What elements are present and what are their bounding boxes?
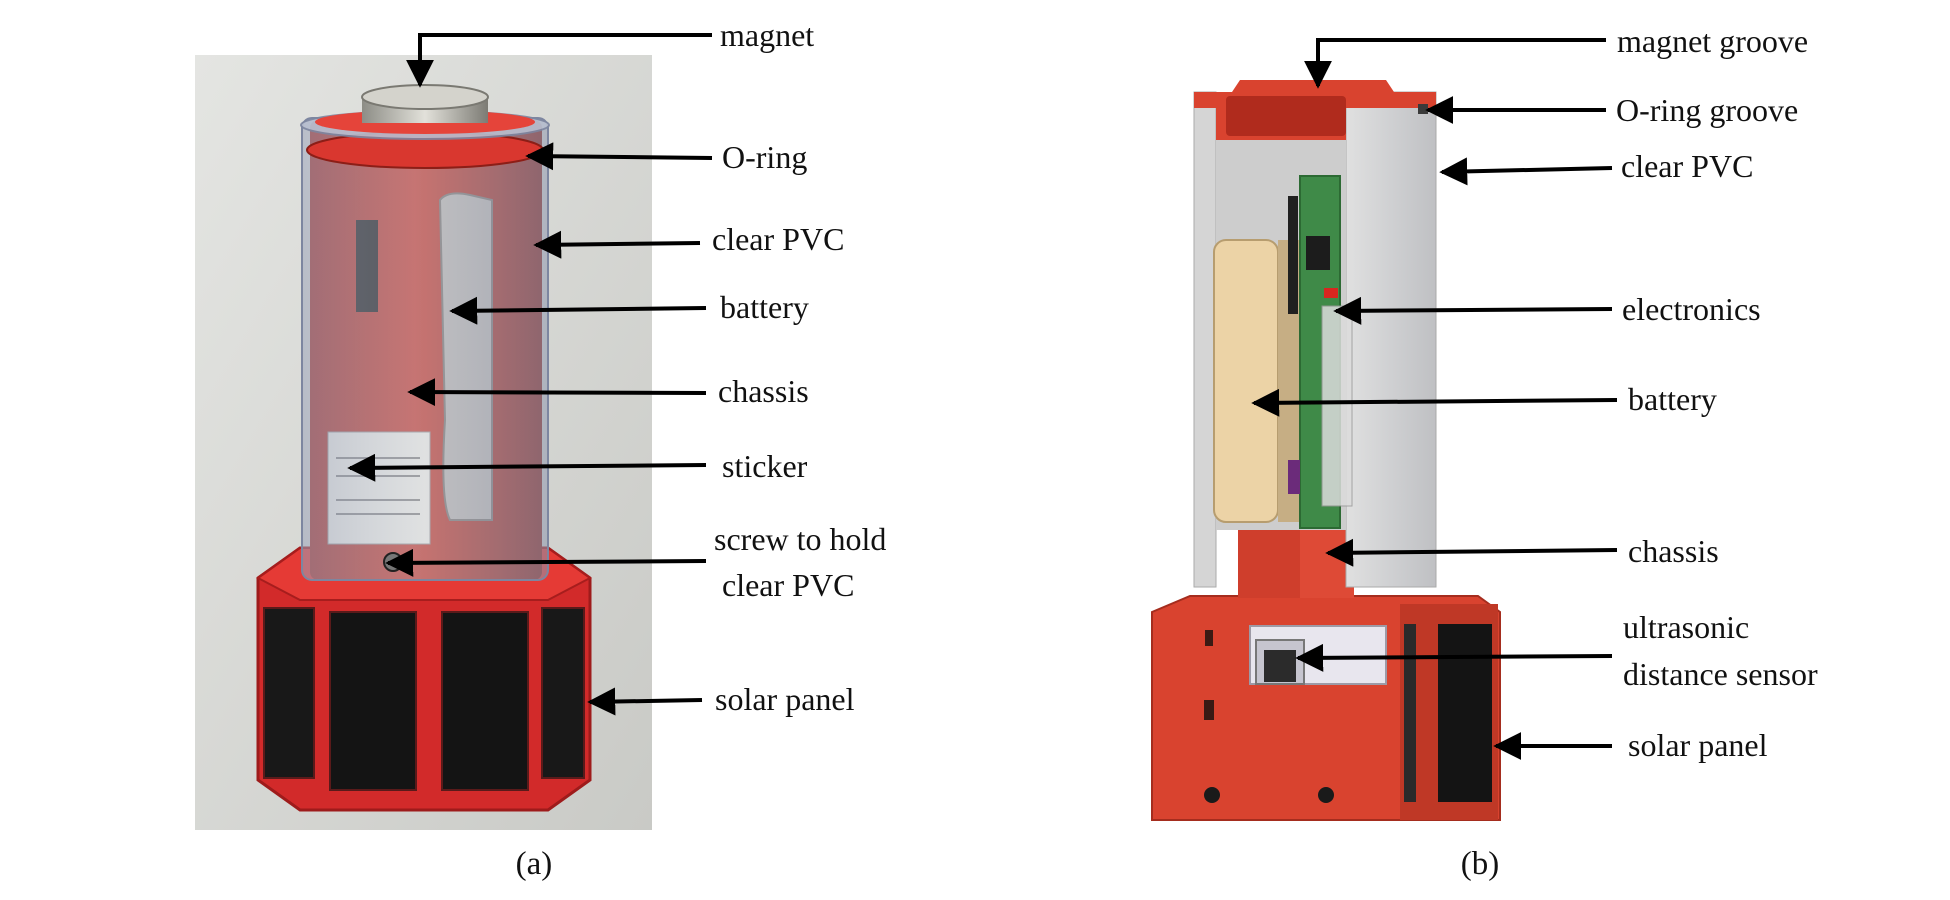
label-sensor-line2: distance sensor: [1623, 656, 1818, 692]
cad-hole: [1318, 787, 1334, 803]
cad-solar-panel: [1438, 624, 1492, 802]
leader-clear-pvc: [533, 230, 701, 259]
leader-electronics: [1333, 296, 1613, 325]
label-screw-line1: screw to hold: [714, 521, 886, 557]
label-magnet: magnet: [720, 17, 814, 53]
cad-electronics-module: [1321, 305, 1353, 507]
panel-b-annotations: magnet groove O-ring groove clear PVC el…: [1251, 23, 1818, 882]
leader-solar-panel: [587, 687, 703, 716]
caption-a: (a): [516, 846, 553, 882]
cad-magnet-groove: [1226, 96, 1346, 136]
cad-solar-panel-edge: [1404, 624, 1416, 802]
label-sensor-line1: ultrasonic: [1623, 609, 1749, 645]
label-clear-pvc: clear PVC: [712, 221, 844, 257]
panel-a-annotations: magnet O-ring clear PVC battery chassis …: [347, 17, 886, 882]
leader-sticker: [347, 453, 707, 482]
solar-panel-tile: [541, 607, 585, 779]
cad-electronics-led: [1324, 288, 1338, 298]
label-o-ring-groove: O-ring groove: [1616, 92, 1798, 128]
leader-screw: [385, 548, 707, 577]
panel-b-cad: [1151, 80, 1501, 821]
leader-ultrasonic-sensor: [1295, 643, 1613, 672]
caption-b: (b): [1461, 846, 1499, 882]
label-cad-chassis: chassis: [1628, 533, 1719, 569]
label-chassis: chassis: [718, 373, 809, 409]
label-cad-clear-pvc: clear PVC: [1621, 148, 1753, 184]
cad-electronics-connector: [1288, 196, 1298, 314]
label-o-ring: O-ring: [722, 139, 807, 175]
cad-clear-pvc-right: [1345, 91, 1437, 588]
cad-clear-pvc-left: [1193, 91, 1217, 588]
leader-magnet-groove: [1304, 38, 1606, 89]
leader-cad-clear-pvc: [1439, 157, 1613, 186]
cad-hole-slot: [1205, 630, 1213, 646]
leader-magnet: [406, 33, 712, 88]
cad-o-ring-groove: [1418, 104, 1428, 114]
label-electronics: electronics: [1622, 291, 1761, 327]
cad-battery: [1213, 239, 1279, 523]
cad-electronics-chip: [1306, 236, 1330, 270]
solar-panel-tile: [329, 611, 417, 791]
ultrasonic-sensor-transducer: [1264, 650, 1296, 682]
solar-panel-tile: [441, 611, 529, 791]
leader-cad-chassis: [1325, 538, 1618, 567]
solar-panel-tile: [263, 607, 315, 779]
leader-cad-battery: [1251, 388, 1618, 417]
cad-hole: [1204, 787, 1220, 803]
label-cad-battery: battery: [1628, 381, 1717, 417]
label-cad-solar-panel: solar panel: [1628, 727, 1768, 763]
leader-o-ring: [525, 142, 713, 171]
clear-pvc-tube: [301, 117, 549, 581]
label-solar-panel: solar panel: [715, 681, 855, 717]
label-sticker: sticker: [722, 448, 808, 484]
panel-a-photo: [195, 55, 652, 830]
cad-electronics-purple: [1288, 460, 1300, 494]
label-battery: battery: [720, 289, 809, 325]
magnet-top: [361, 84, 489, 110]
cad-hole-slot: [1204, 700, 1214, 720]
label-screw-line2: clear PVC: [722, 567, 854, 603]
leader-chassis: [407, 378, 707, 407]
leader-battery: [449, 296, 707, 325]
label-magnet-groove: magnet groove: [1617, 23, 1808, 59]
